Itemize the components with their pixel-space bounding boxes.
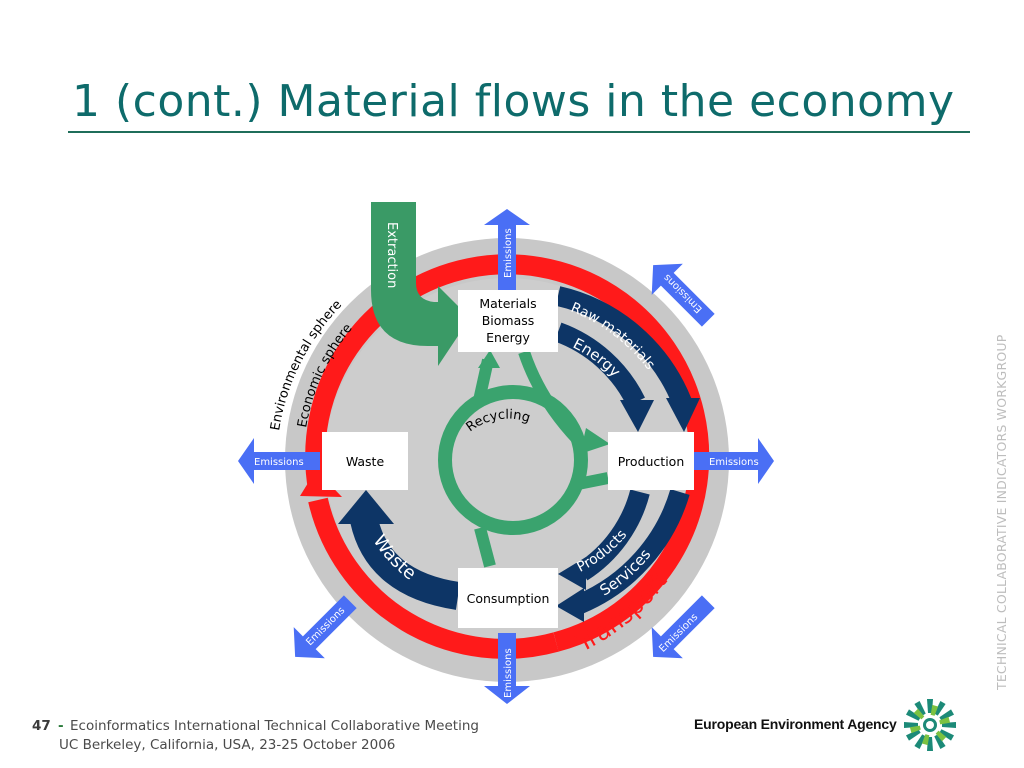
title-underline bbox=[68, 131, 970, 133]
production-node-label: Production bbox=[618, 454, 685, 469]
eea-logo-text: European Environment Agency bbox=[694, 716, 897, 732]
raw-materials-arrowhead bbox=[666, 398, 700, 432]
production-node: Production bbox=[608, 432, 694, 490]
footer-slide-number: 47 bbox=[32, 718, 51, 734]
consumption-to-recycling bbox=[474, 526, 496, 568]
emission-arrow-right: Emissions bbox=[694, 438, 774, 484]
emission-arrow-bottom-left bbox=[293, 595, 357, 659]
emission-label-bottom-right: Emissions bbox=[657, 612, 700, 655]
footer-line-1: Ecoinformatics International Technical C… bbox=[70, 718, 479, 734]
raw-materials-band bbox=[555, 286, 692, 406]
recycling-loop bbox=[438, 385, 588, 535]
transport-arrowhead bbox=[300, 470, 342, 497]
emission-arrow-bottom: Emissions bbox=[484, 633, 530, 704]
waste-arrowhead bbox=[338, 490, 394, 524]
slide-title: 1 (cont.) Material flows in the economy bbox=[72, 76, 955, 127]
eea-sunburst-icon bbox=[904, 699, 956, 751]
materials-node-line2: Biomass bbox=[482, 313, 535, 328]
materials-node: Materials Biomass Energy bbox=[458, 290, 558, 352]
products-arrowhead bbox=[558, 557, 586, 590]
consumption-node-label: Consumption bbox=[467, 591, 550, 606]
materials-node-line1: Materials bbox=[479, 296, 536, 311]
energy-arrowhead bbox=[620, 400, 654, 432]
services-arrowhead bbox=[556, 588, 584, 622]
recycling-arrowhead-materials bbox=[478, 350, 500, 368]
recycling-arrowhead-production bbox=[580, 428, 610, 454]
products-band bbox=[576, 489, 650, 581]
production-to-recycling bbox=[576, 472, 610, 490]
emission-label-top: Emissions bbox=[503, 228, 514, 278]
energy-band bbox=[554, 322, 645, 407]
waste-node: Waste bbox=[322, 432, 408, 490]
waste-node-label: Waste bbox=[346, 454, 385, 469]
footer-line-2: UC Berkeley, California, USA, 23-25 Octo… bbox=[59, 737, 396, 753]
waste-band bbox=[350, 516, 461, 610]
emission-label-bottom-left: Emissions bbox=[304, 605, 347, 648]
footer-dash: - bbox=[58, 718, 64, 734]
transport-ring bbox=[305, 254, 710, 652]
emission-label-left: Emissions bbox=[254, 457, 304, 468]
materials-to-production bbox=[518, 350, 583, 445]
consumption-node: Consumption bbox=[458, 568, 558, 628]
services-band bbox=[575, 489, 690, 614]
extraction-arrow bbox=[371, 202, 470, 366]
emission-label-right: Emissions bbox=[709, 457, 759, 468]
materials-node-line3: Energy bbox=[486, 330, 530, 345]
side-vertical-text: TECHNICAL COLLABORATIVE INDICATORS WORKG… bbox=[994, 334, 1009, 690]
emission-arrow-left: Emissions bbox=[238, 438, 320, 484]
emission-label-bottom: Emissions bbox=[503, 648, 514, 698]
emission-arrow-top: Emissions bbox=[484, 209, 530, 296]
extraction-label: Extraction bbox=[384, 222, 399, 288]
